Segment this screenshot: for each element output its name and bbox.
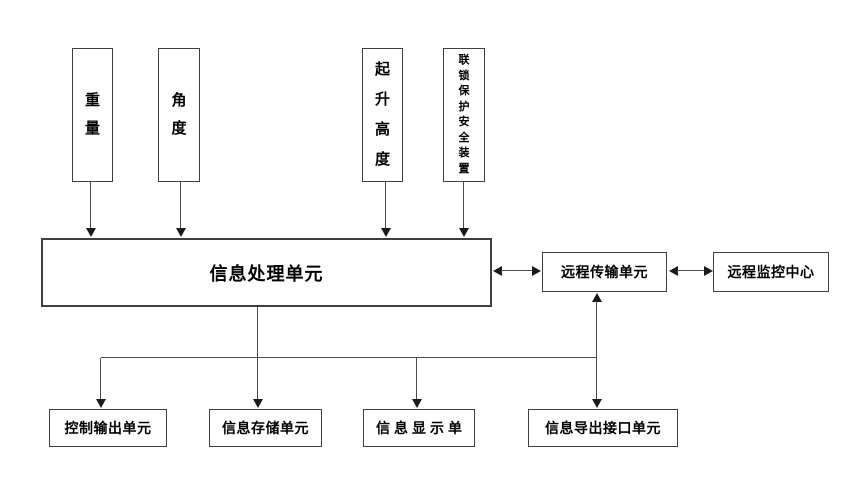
arrow-shaft-bus-to-display [416, 358, 417, 400]
sensor-label-weight: 重量 [84, 92, 100, 137]
remote-transmission-label: 远程传输单元 [561, 264, 648, 280]
output-label-storage: 信息存储单元 [222, 420, 309, 436]
sensor-label-hoist-height: 起升高度 [374, 61, 390, 168]
sensor-box-weight: 重量 [72, 48, 113, 182]
distribution-bus-line [101, 357, 597, 358]
arrowhead-down-icon [592, 399, 602, 408]
arrowhead-down-icon [253, 399, 263, 408]
arrowhead-down-icon [96, 399, 106, 408]
remote-monitoring-label: 远程监控中心 [727, 264, 815, 280]
arrowhead-down-icon [381, 228, 391, 237]
processing-unit-label: 信息处理单元 [209, 263, 324, 284]
processing-unit-box: 信息处理单元 [41, 238, 492, 307]
arrowhead-down-icon [459, 228, 469, 237]
output-label-display: 信息显示单 [376, 420, 466, 436]
sensor-label-interlock-safety: 联锁保护安全装置 [458, 54, 470, 175]
arrowhead-right-icon [704, 266, 713, 276]
output-box-storage: 信息存储单元 [209, 409, 322, 447]
sensor-label-angle: 角度 [171, 92, 187, 137]
arrow-shaft-transmission-export [596, 301, 597, 400]
arrow-shaft-processing-transmission [501, 270, 533, 271]
arrow-shaft-weight-to-processing [90, 182, 91, 229]
arrowhead-down-icon [86, 228, 96, 237]
remote-transmission-box: 远程传输单元 [542, 252, 667, 292]
output-box-export-interface: 信息导出接口单元 [528, 409, 678, 447]
arrowhead-left-icon [669, 266, 678, 276]
remote-monitoring-box: 远程监控中心 [713, 252, 829, 292]
output-box-control: 控制输出单元 [49, 409, 167, 447]
arrow-shaft-bus-to-control-output [100, 358, 101, 400]
arrowhead-down-icon [176, 228, 186, 237]
arrowhead-up-icon [592, 293, 602, 302]
arrowhead-down-icon [412, 399, 422, 408]
arrow-shaft-height-to-processing [385, 182, 386, 229]
sensor-box-interlock-safety: 联锁保护安全装置 [443, 48, 485, 182]
arrow-shaft-safety-to-processing [463, 182, 464, 229]
output-box-display: 信息显示单 [363, 409, 475, 447]
arrow-shaft-angle-to-processing [180, 182, 181, 229]
line-processing-to-bus [257, 307, 258, 400]
sensor-box-hoist-height: 起升高度 [362, 48, 403, 182]
arrow-shaft-transmission-monitoring [677, 270, 705, 271]
output-label-control: 控制输出单元 [64, 420, 152, 436]
arrowhead-right-icon [532, 266, 541, 276]
arrowhead-left-icon [493, 266, 502, 276]
sensor-box-angle: 角度 [158, 48, 200, 182]
output-label-export-interface: 信息导出接口单元 [545, 420, 661, 436]
